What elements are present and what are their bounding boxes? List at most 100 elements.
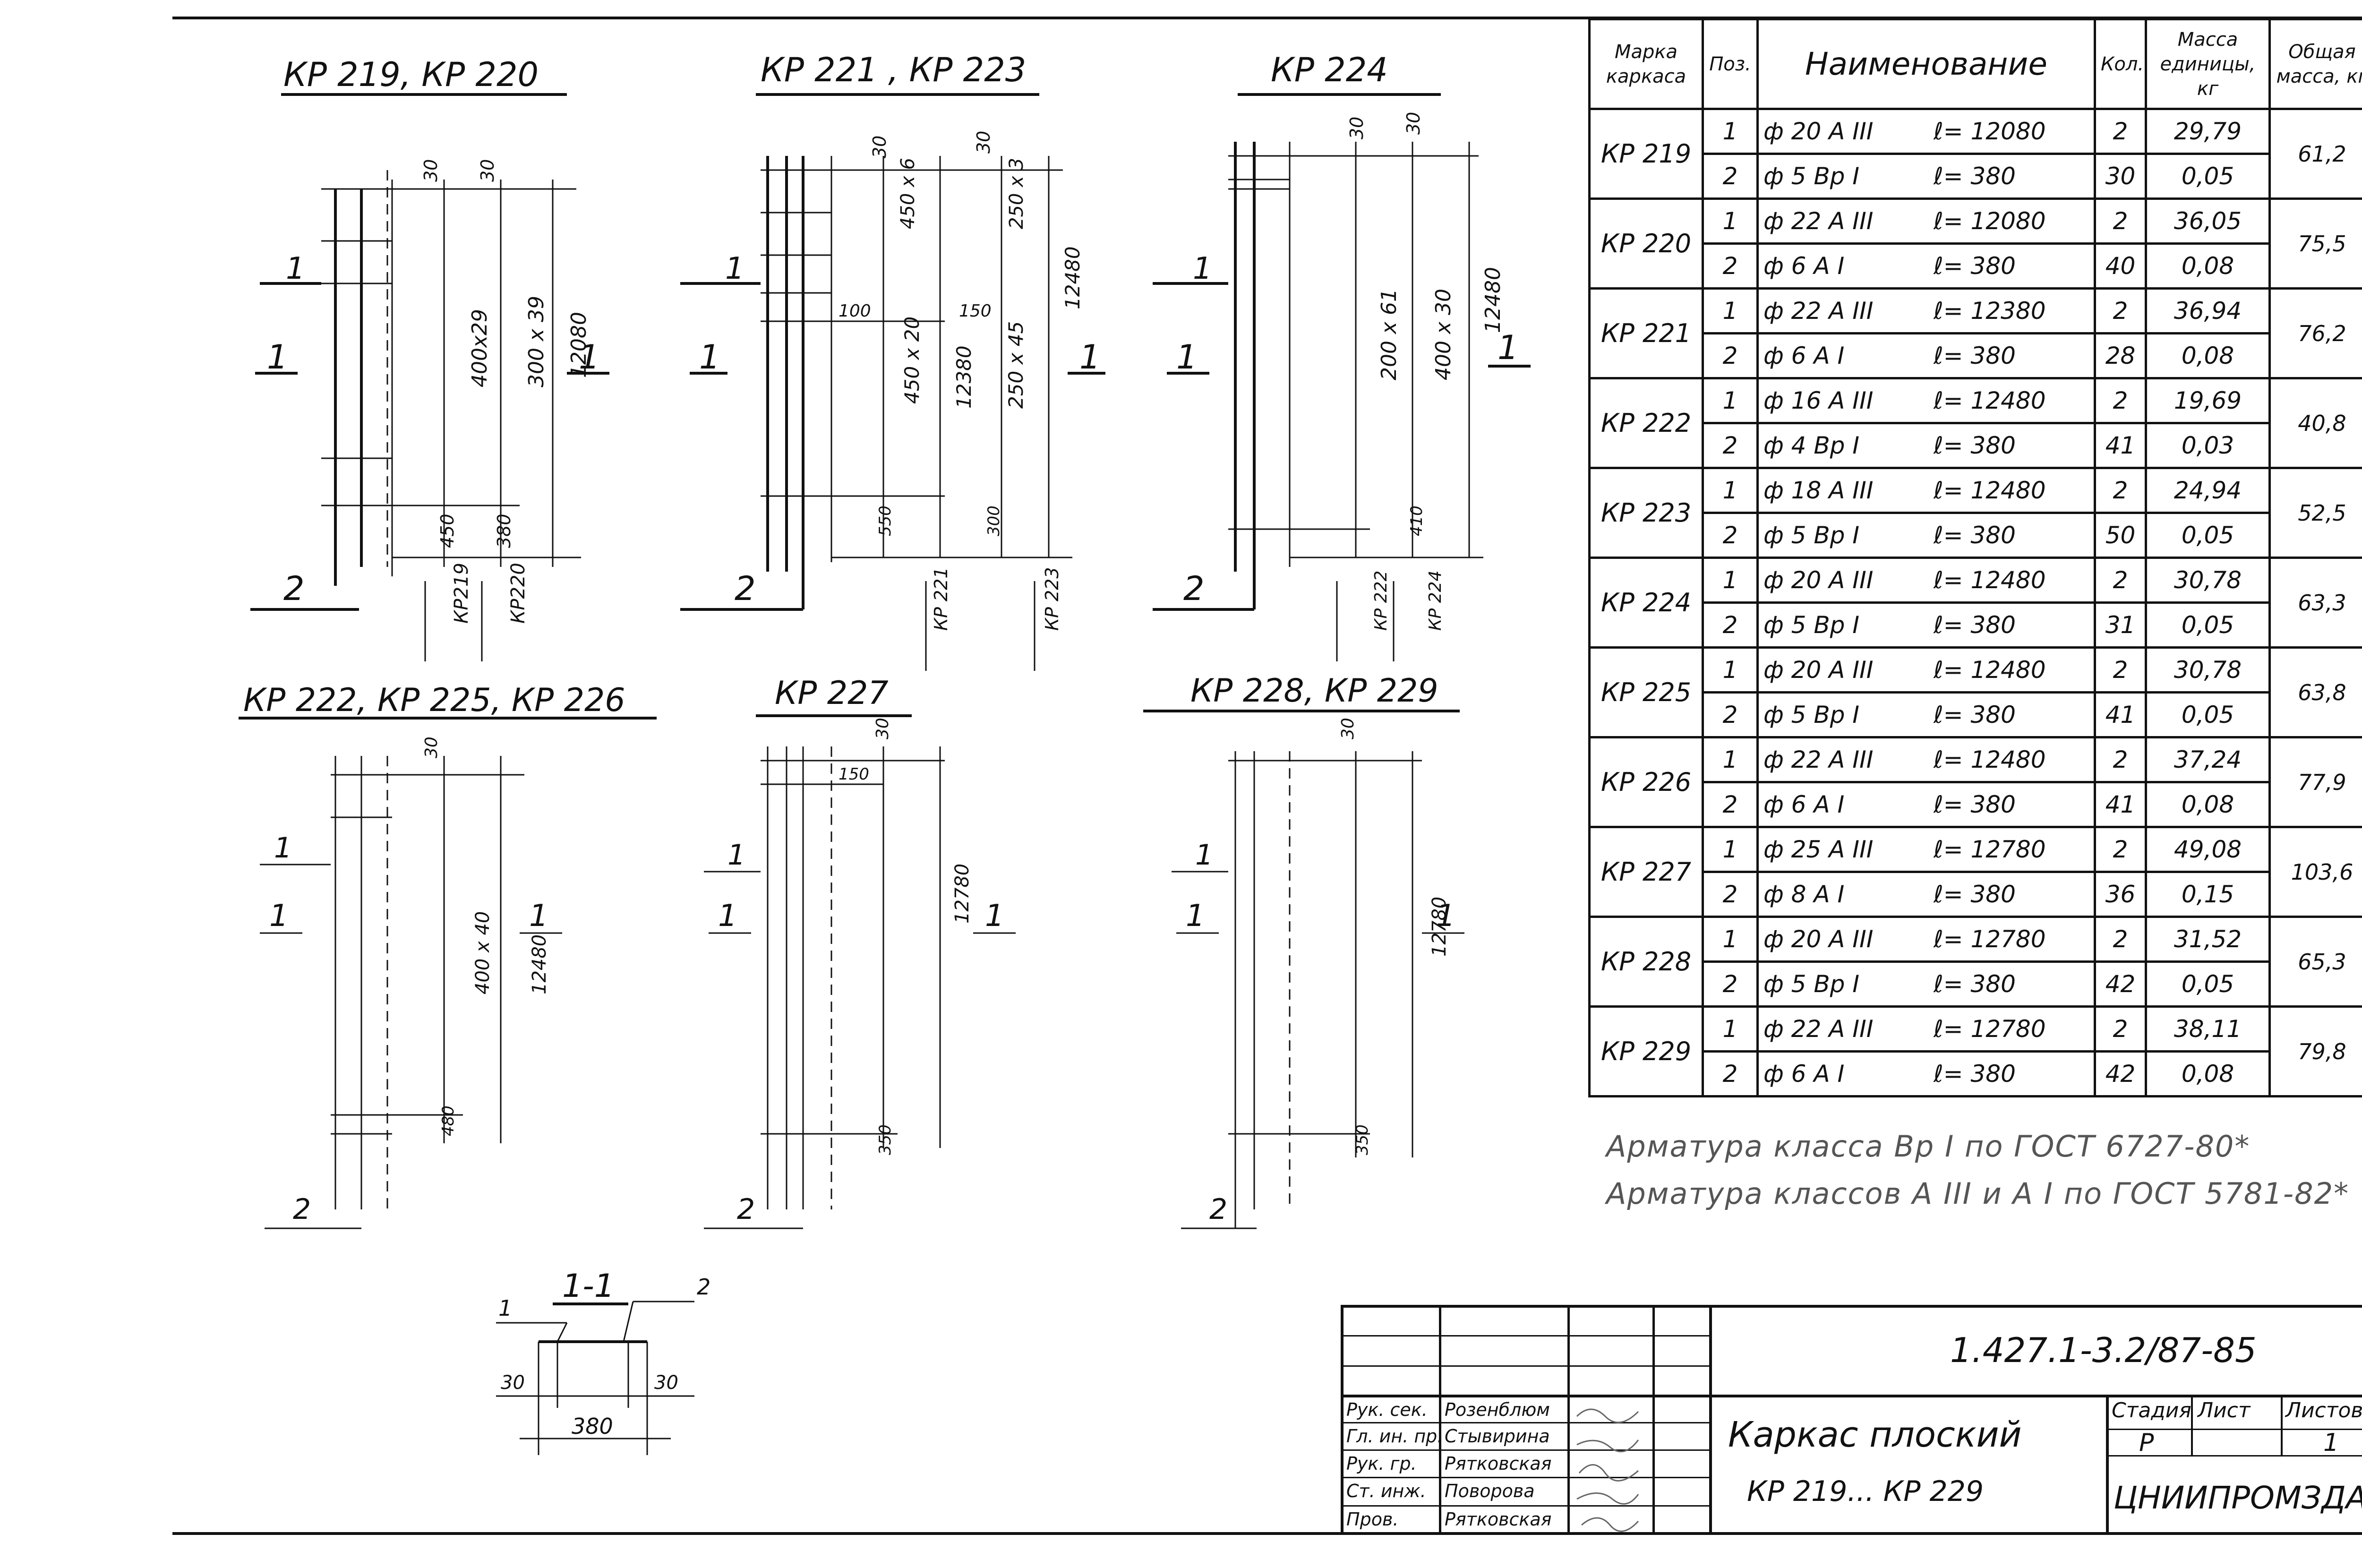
svg-text:КР220: КР220: [507, 563, 529, 624]
cell-qty: 2: [2094, 287, 2147, 334]
svg-text:450: 450: [437, 514, 458, 548]
svg-text:2: 2: [735, 569, 756, 608]
cell-pos: 2: [1702, 871, 1759, 918]
cell-name: ф 20 А III ℓ= 12080: [1756, 108, 2096, 155]
cell-qty: 41: [2094, 781, 2147, 828]
specification-table: Марка каркаса Поз. Наименование Кол. Мас…: [1588, 18, 2362, 1097]
svg-text:1: 1: [269, 899, 289, 934]
cell-unit-mass: 0,05: [2145, 601, 2271, 649]
rebar-length: ℓ= 12480: [1934, 566, 2046, 594]
cell-qty: 2: [2094, 377, 2147, 424]
cell-total-mass: 65,3: [2268, 916, 2362, 1008]
cell-unit-mass: 19,69: [2145, 377, 2271, 424]
cell-pos: 2: [1702, 153, 1759, 200]
cell-total-mass: 79,8: [2268, 1005, 2362, 1097]
sheets-value: 1: [2323, 1429, 2339, 1457]
rebar-length: ℓ= 12780: [1934, 925, 2046, 953]
rebar-length: ℓ= 12780: [1934, 836, 2046, 863]
rebar-diameter: ф 6 А I: [1763, 791, 1845, 818]
rebar-length: ℓ= 12080: [1934, 207, 2046, 235]
rebar-diameter: ф 18 А III: [1763, 477, 1874, 504]
svg-text:30: 30: [654, 1372, 678, 1394]
svg-text:450 х 20: 450 х 20: [900, 317, 924, 404]
cell-total-mass: 40,8: [2268, 377, 2362, 469]
svg-text:30: 30: [1403, 112, 1424, 135]
rebar-diameter: ф 6 А I: [1763, 1060, 1845, 1088]
header-total-mass: Общая масса, кг: [2268, 18, 2362, 110]
organization-name: ЦНИИПРОМЗДАНИЙ: [2114, 1480, 2362, 1516]
cell-qty: 40: [2094, 242, 2147, 290]
svg-text:350: 350: [1353, 1124, 1372, 1155]
cell-unit-mass: 0,05: [2145, 691, 2271, 738]
view-title: КР 219, КР 220: [283, 55, 539, 94]
view-kr219-kr220: КР 219, КР 220 30 30 400х29 300 х 39 120…: [250, 55, 609, 661]
svg-text:400х29: 400х29: [468, 309, 492, 387]
cell-pos: 1: [1702, 557, 1759, 604]
view-kr224: КР 224 30 30 200 х 61 400 х 30 12480 410…: [1153, 51, 1531, 661]
person-name: Стывирина: [1445, 1426, 1550, 1447]
svg-text:30: 30: [501, 1372, 525, 1394]
svg-text:КР 222: КР 222: [1371, 571, 1391, 631]
rebar-length: ℓ= 380: [1934, 1060, 2016, 1088]
svg-text:1: 1: [498, 1295, 512, 1321]
header-pos: Поз.: [1702, 18, 1759, 110]
stage-label: Стадия: [2112, 1398, 2191, 1422]
rebar-length: ℓ= 380: [1934, 881, 2016, 908]
svg-text:1-1: 1-1: [562, 1268, 615, 1305]
svg-text:1: 1: [1436, 899, 1455, 934]
view-title: КР 221 , КР 223: [761, 51, 1026, 89]
cell-total-mass: 76,2: [2268, 287, 2362, 379]
cell-unit-mass: 0,15: [2145, 871, 2271, 918]
cell-mark: КР 222: [1588, 377, 1704, 469]
svg-text:30: 30: [422, 737, 441, 758]
cell-unit-mass: 49,08: [2145, 826, 2271, 873]
cell-pos: 1: [1702, 467, 1759, 514]
svg-text:30: 30: [869, 136, 890, 158]
cell-unit-mass: 36,94: [2145, 287, 2271, 334]
cell-unit-mass: 0,08: [2145, 332, 2271, 379]
svg-text:12780: 12780: [951, 864, 973, 924]
cell-qty: 28: [2094, 332, 2147, 379]
rebar-length: ℓ= 380: [1934, 252, 2016, 280]
rebar-length: ℓ= 380: [1934, 611, 2016, 639]
svg-text:2: 2: [697, 1274, 710, 1300]
svg-text:150: 150: [959, 301, 992, 321]
svg-text:250 х 3: 250 х 3: [1006, 158, 1027, 229]
rebar-diameter: ф 20 А III: [1763, 118, 1874, 145]
rebar-length: ℓ= 12080: [1934, 118, 2046, 145]
svg-text:КР 223: КР 223: [1042, 567, 1062, 631]
rebar-diameter: ф 5 Вр I: [1763, 522, 1860, 549]
rebar-diameter: ф 5 Вр I: [1763, 970, 1860, 998]
cell-mark: КР 220: [1588, 197, 1704, 290]
rebar-length: ℓ= 12480: [1934, 656, 2046, 684]
person-name: Рятковская: [1445, 1453, 1552, 1474]
cell-pos: 2: [1702, 512, 1759, 559]
sheet-label: Лист: [2198, 1398, 2251, 1422]
svg-text:1: 1: [1079, 338, 1101, 377]
stage-value: Р: [2139, 1429, 2154, 1457]
svg-text:1: 1: [718, 899, 737, 934]
svg-text:2: 2: [737, 1193, 755, 1226]
rebar-diameter: ф 8 А I: [1763, 881, 1845, 908]
view-kr221-kr223: КР 221 , КР 223 30 30 450 х 6 250 х 3 10…: [680, 51, 1105, 671]
svg-text:380: 380: [494, 514, 514, 548]
rebar-length: ℓ= 380: [1934, 163, 2016, 190]
cell-qty: 2: [2094, 557, 2147, 604]
cell-pos: 1: [1702, 287, 1759, 334]
cell-pos: 2: [1702, 242, 1759, 290]
